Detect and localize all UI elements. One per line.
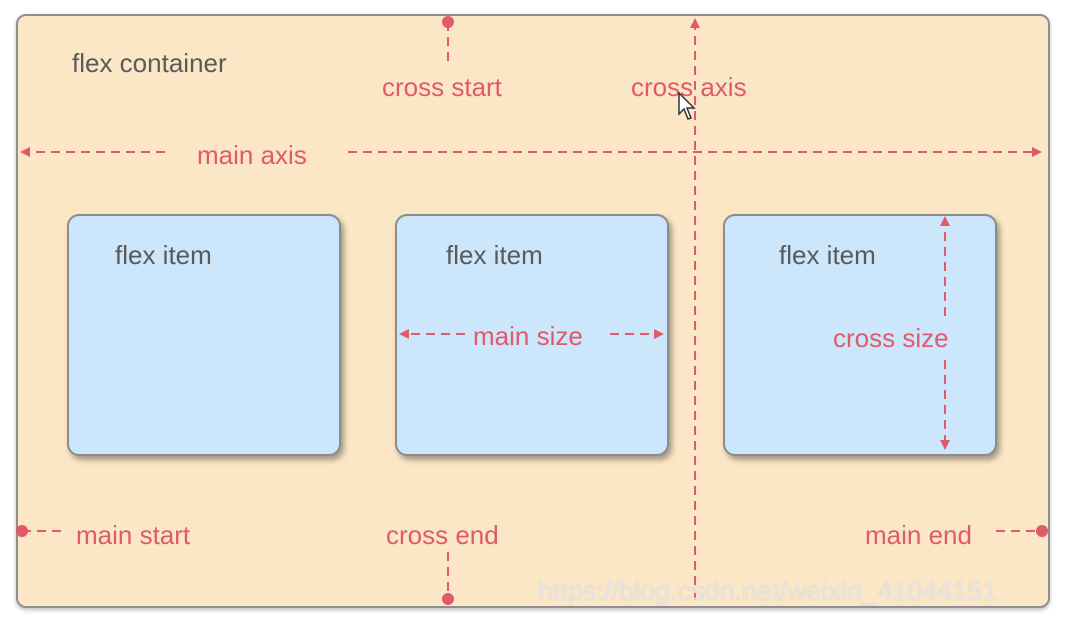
cross-end-label: cross end (386, 520, 499, 550)
mouse-cursor-icon (678, 92, 696, 120)
container-title: flex container (72, 48, 227, 78)
flex-item-3: flex item (723, 214, 997, 456)
main-size-label: main size (473, 321, 583, 351)
flex-item-2: flex item (395, 214, 669, 456)
main-start-label: main start (76, 520, 191, 550)
cross-axis-label: cross axis (631, 72, 747, 102)
main-axis-label: main axis (197, 140, 307, 170)
cross-size-label: cross size (833, 323, 949, 353)
cross-start-label: cross start (382, 72, 502, 102)
flex-item-1: flex item (67, 214, 341, 456)
flex-item-title: flex item (115, 240, 212, 270)
watermark: https://blog.csdn.net/weixin_41044151 (538, 576, 998, 606)
main-end-label: main end (865, 520, 972, 550)
flex-item-title: flex item (779, 240, 876, 270)
flex-item-title: flex item (446, 240, 543, 270)
